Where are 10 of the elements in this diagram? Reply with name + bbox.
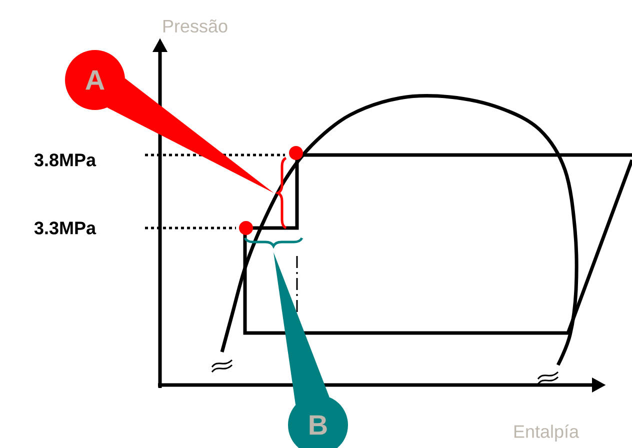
axis-title: Pressão: [163, 19, 228, 33]
bracket: [244, 237, 304, 248]
leader-line: [274, 252, 330, 405]
axis-title: Entalpía: [514, 424, 580, 442]
leader-line: [107, 78, 274, 193]
bracket: [276, 156, 287, 230]
node-label: B: [310, 415, 327, 435]
pressure-value: 3.8MPa: [34, 154, 96, 166]
node-label: A: [86, 70, 104, 90]
pressure-value: 3.3MPa: [34, 222, 96, 234]
